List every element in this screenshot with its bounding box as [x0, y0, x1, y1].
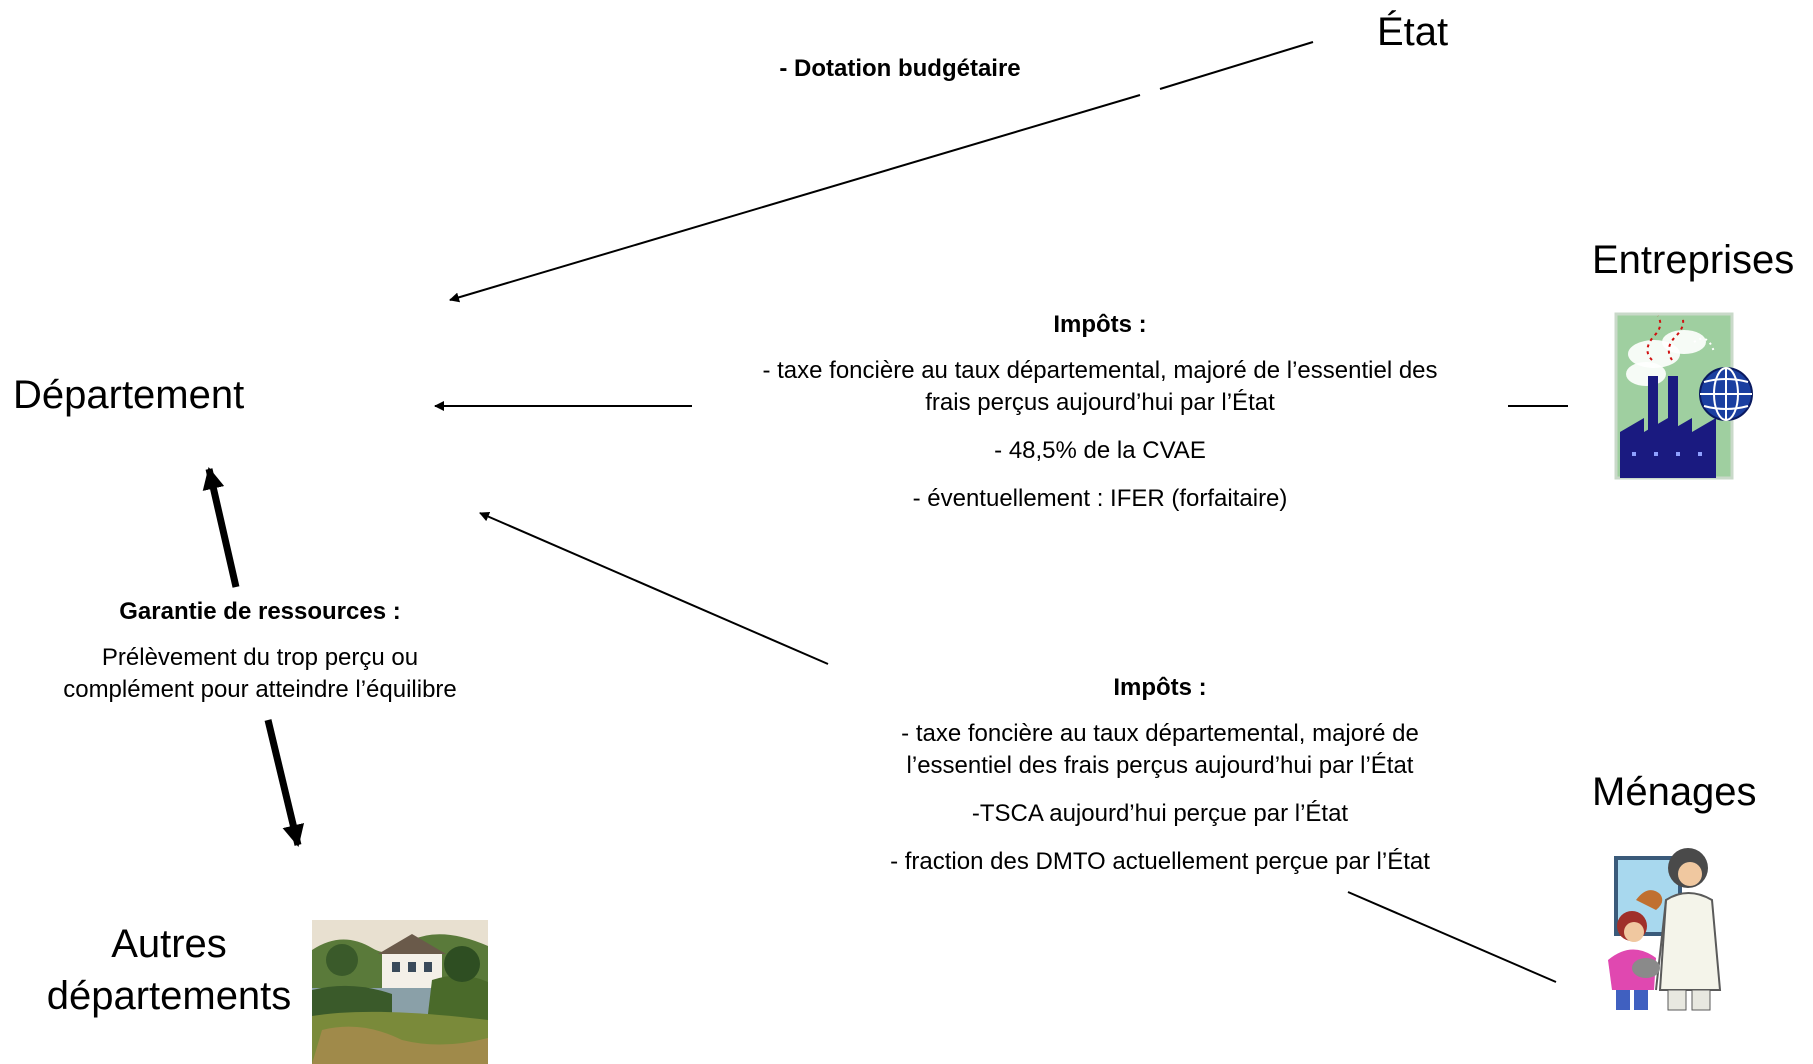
flow-garantie-title: Garantie de ressources :	[119, 598, 401, 625]
flow-garantie-line2: complément pour atteindre l’équilibre	[63, 676, 457, 703]
arrow-garantie-up	[202, 467, 240, 588]
arrow-etat-departement	[449, 94, 1141, 303]
node-autres-line1: Autres	[111, 922, 227, 966]
flow-entreprises-title: Impôts :	[1053, 311, 1147, 338]
flow-entreprises-text: Impôts : - taxe foncière au taux départe…	[700, 311, 1500, 531]
people-with-pet-icon	[1608, 848, 1722, 1011]
countryside-house-photo	[312, 920, 488, 1064]
flow-menages-line3: -TSCA aujourd’hui perçue par l’État	[971, 800, 1349, 827]
node-menages: Ménages	[1592, 770, 1757, 814]
flow-entreprises-line4: - éventuellement : IFER (forfaitaire)	[912, 485, 1288, 512]
flow-menages-line4: - fraction des DMTO actuellement perçue …	[890, 848, 1430, 875]
flow-entreprises-line1: - taxe foncière au taux départemental, m…	[762, 357, 1438, 384]
node-etat: État	[1377, 10, 1449, 54]
node-entreprises: Entreprises	[1592, 238, 1795, 282]
arrow-etat-departement-upper	[1159, 41, 1314, 90]
factory-globe-icon	[1614, 312, 1753, 480]
node-autres-line2: départements	[46, 974, 292, 1018]
flow-menages-line2: l’essentiel des frais perçus aujourd’hui…	[906, 752, 1414, 779]
flow-menages-line1: - taxe foncière au taux départemental, m…	[901, 720, 1419, 747]
arrow-menages-stub	[1347, 891, 1557, 983]
node-departement: Département	[13, 373, 245, 417]
flow-entreprises-line2: frais perçus aujourd’hui par l’État	[925, 389, 1275, 416]
flow-garantie-line1: Prélèvement du trop perçu ou	[101, 644, 419, 671]
flow-garantie-text: Garantie de ressources : Prélèvement du …	[20, 598, 500, 706]
flow-etat-label: - Dotation budgétaire	[779, 55, 1021, 82]
flow-entreprises-line3: - 48,5% de la CVAE	[994, 437, 1206, 464]
arrow-menages-departement	[479, 511, 829, 665]
node-autres-departements: Autres départements	[38, 918, 300, 1022]
arrow-garantie-down	[264, 719, 305, 847]
flow-menages-title: Impôts :	[1113, 674, 1207, 701]
flow-menages-text: Impôts : - taxe foncière au taux départe…	[820, 674, 1500, 894]
